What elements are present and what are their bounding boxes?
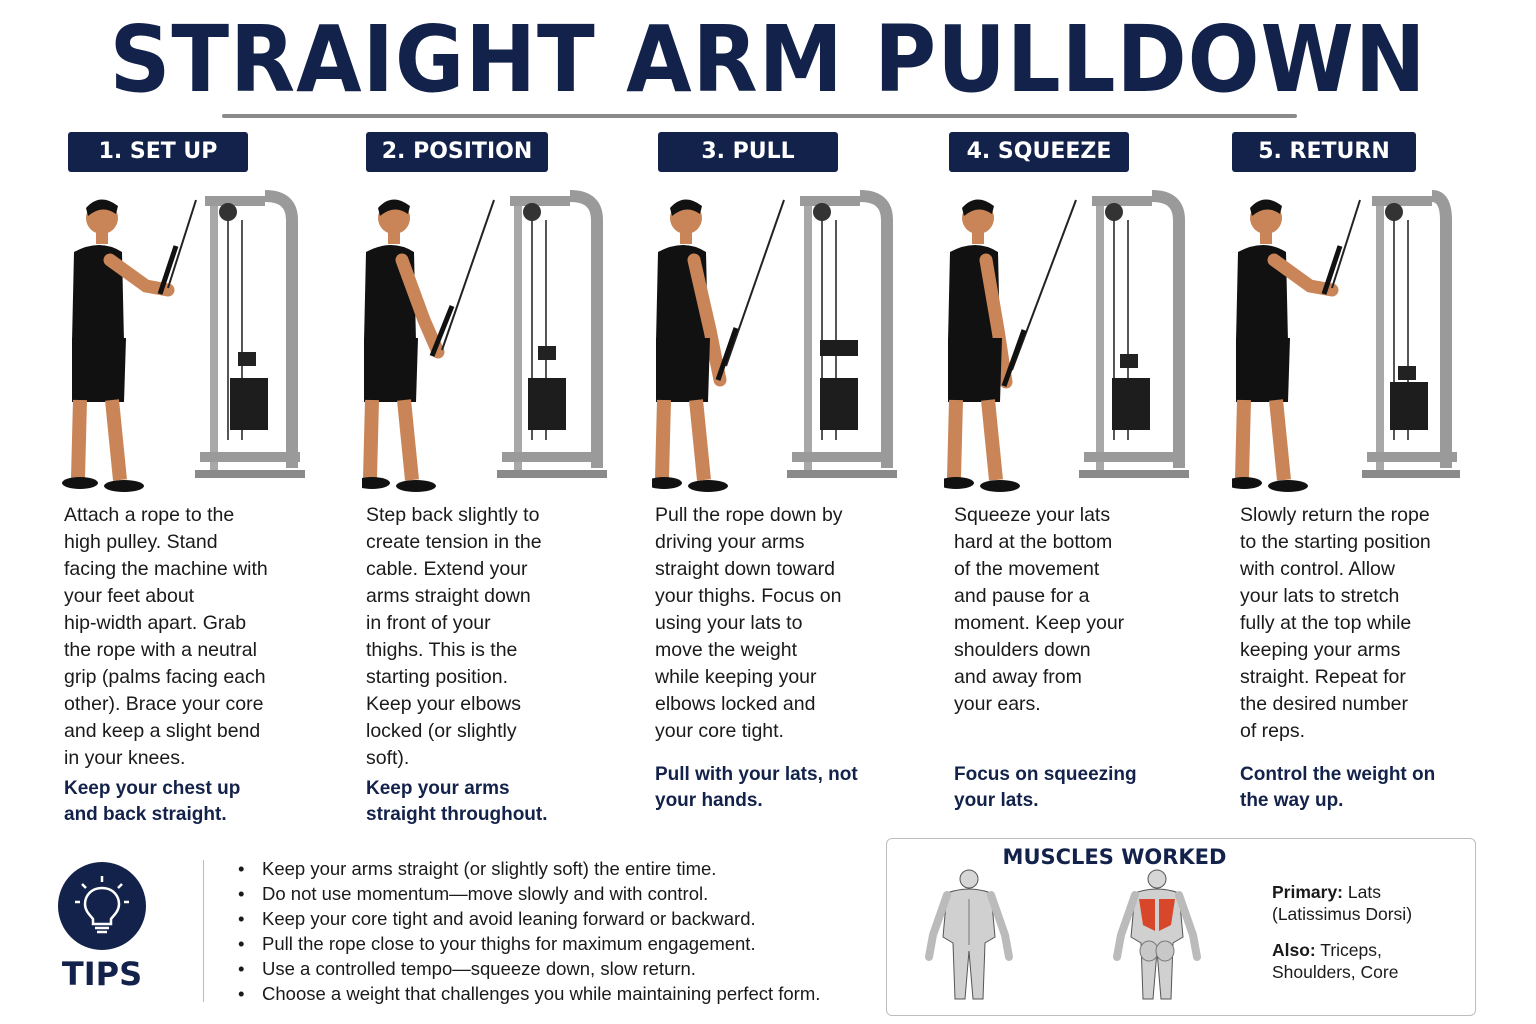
cable-machine-icon — [195, 190, 305, 478]
step-badge: 3. PULL — [658, 132, 838, 172]
cable-machine-icon — [1079, 190, 1189, 478]
cable-machine-icon — [497, 190, 607, 478]
tips-divider — [203, 860, 204, 1002]
cable-machine-icon — [1362, 190, 1460, 478]
tip-item: Keep your arms straight (or slightly sof… — [238, 856, 820, 881]
muscles-title: MUSCLES WORKED — [1002, 845, 1227, 869]
athlete-icon — [362, 199, 495, 492]
body-back-icon — [1113, 869, 1201, 1000]
step-illustration — [1232, 190, 1460, 492]
step-illustration — [652, 190, 897, 492]
tip-item: Pull the rope close to your thighs for m… — [238, 931, 820, 956]
muscles-info: Primary: Lats (Latissimus Dorsi) Also: T… — [1272, 882, 1413, 982]
athlete-icon — [62, 199, 197, 492]
athlete-icon — [652, 199, 785, 492]
step-pull: 3. PULL Pull the rop — [652, 132, 912, 832]
step-squeeze: 4. SQUEEZE Squeeze y — [944, 132, 1204, 832]
step-badge: 2. POSITION — [366, 132, 548, 172]
step-illustration — [62, 190, 305, 492]
step-illustration — [944, 190, 1189, 492]
tips-heading: TIPS — [61, 955, 143, 993]
step-illustration — [362, 190, 607, 492]
tip-item: Do not use momentum—move slowly and with… — [238, 881, 820, 906]
athlete-icon — [1232, 199, 1361, 492]
title-underline — [222, 114, 1297, 118]
lightbulb-icon — [58, 862, 146, 950]
step-return: 5. RETURN Slowly ret — [1232, 132, 1492, 832]
athlete-icon — [944, 199, 1077, 492]
step-badge: 4. SQUEEZE — [949, 132, 1129, 172]
tip-item: Keep your core tight and avoid leaning f… — [238, 906, 820, 931]
tips-list: Keep your arms straight (or slightly sof… — [238, 856, 820, 1006]
page-title: STRAIGHT ARM PULLDOWN — [109, 6, 1427, 113]
muscles-worked-panel: MUSCLES WORKED Primary: Lats (Latissimus… — [886, 838, 1476, 1016]
cable-machine-icon — [787, 190, 897, 478]
body-front-icon — [925, 869, 1013, 1000]
tip-item: Choose a weight that challenges you whil… — [238, 981, 820, 1006]
step-position: 2. POSITION Step bac — [362, 132, 622, 832]
step-set-up: 1. SET UP Attach a r — [60, 132, 320, 832]
step-badge: 5. RETURN — [1232, 132, 1416, 172]
step-badge: 1. SET UP — [68, 132, 248, 172]
tip-item: Use a controlled tempo—squeeze down, slo… — [238, 956, 820, 981]
